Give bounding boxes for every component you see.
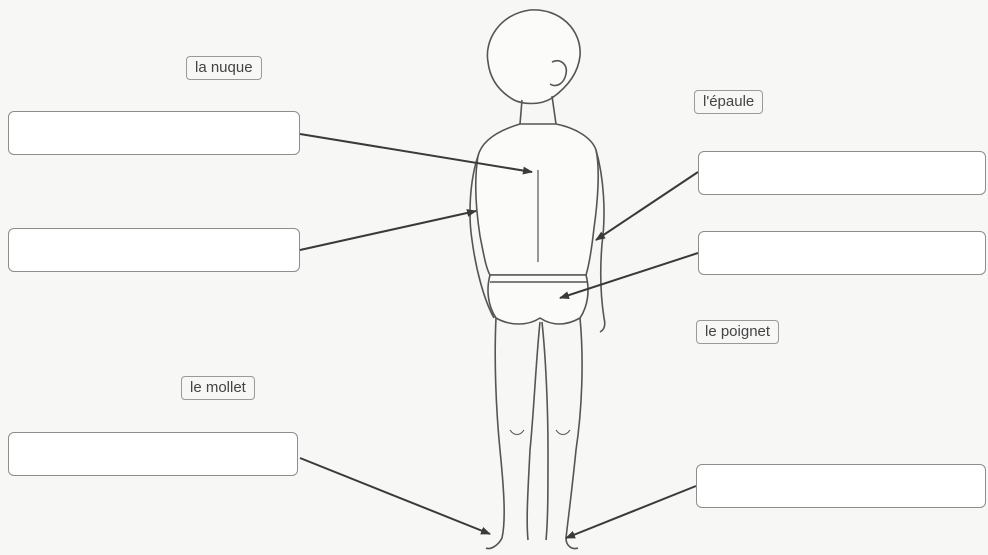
arrow-right-3 bbox=[566, 486, 696, 538]
figure-outline bbox=[470, 10, 605, 549]
inner-left-leg bbox=[527, 322, 540, 540]
left-leg bbox=[486, 318, 504, 549]
answer-box-left-1[interactable] bbox=[8, 111, 300, 155]
answer-box-right-2[interactable] bbox=[698, 231, 986, 275]
word-tag-nuque: la nuque bbox=[186, 56, 262, 80]
answer-box-right-1[interactable] bbox=[698, 151, 986, 195]
arrow-left-2 bbox=[300, 211, 476, 250]
right-leg bbox=[566, 318, 582, 549]
torso bbox=[476, 124, 598, 275]
inner-right-leg bbox=[542, 322, 548, 540]
head-hair bbox=[487, 10, 580, 104]
arrow-left-3 bbox=[300, 458, 490, 534]
knee-marks bbox=[510, 430, 570, 435]
word-tag-mollet: le mollet bbox=[181, 376, 255, 400]
arrow-right-1 bbox=[596, 172, 698, 240]
answer-box-left-3[interactable] bbox=[8, 432, 298, 476]
word-tag-poignet: le poignet bbox=[696, 320, 779, 344]
answer-box-left-2[interactable] bbox=[8, 228, 300, 272]
word-tag-epaule: l'épaule bbox=[694, 90, 763, 114]
answer-box-right-3[interactable] bbox=[696, 464, 986, 508]
